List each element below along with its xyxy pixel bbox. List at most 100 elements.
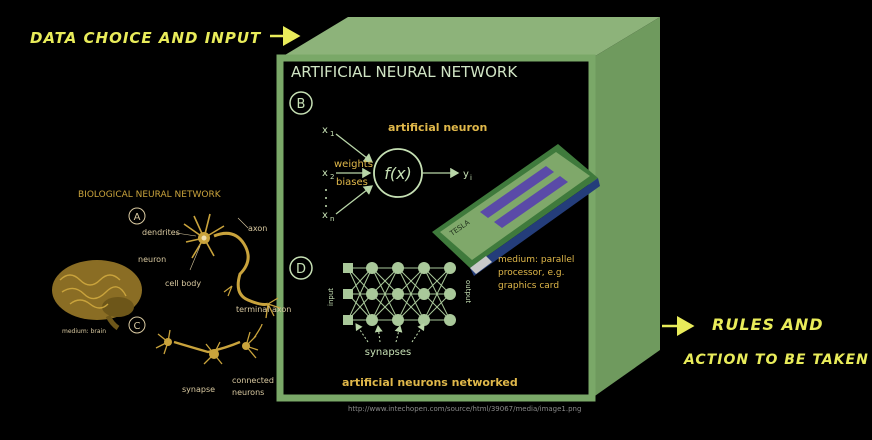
hidden-node — [392, 288, 404, 300]
synapses-label: synapses — [365, 347, 412, 358]
input-x2-sub: 2 — [330, 173, 334, 181]
connected-label-2: neurons — [232, 388, 264, 397]
neuron-label: neuron — [138, 255, 166, 264]
network-connection — [423, 293, 451, 321]
dendrite-branches — [183, 213, 225, 259]
input-x1-sub: 1 — [330, 130, 334, 138]
network-connection — [397, 267, 425, 295]
synapse-label: synapse — [182, 385, 215, 394]
section-c-marker: C — [134, 321, 141, 332]
nucleus — [201, 235, 207, 241]
annotation-data-choice: DATA CHOICE AND INPUT — [30, 29, 262, 47]
output-node — [444, 288, 456, 300]
neural-network-diagram: D input output synapses artificial neuro… — [289, 256, 518, 389]
networked-title: artificial neurons networked — [342, 376, 518, 389]
cell-body-label: cell body — [165, 279, 201, 288]
medium-brain-label: medium: brain — [62, 328, 106, 335]
cell-body-shape — [164, 338, 172, 346]
input-node — [343, 289, 353, 299]
dendrite-branches — [253, 323, 263, 339]
brain-cerebellum — [102, 297, 134, 317]
gpu-bracket — [470, 256, 492, 274]
terminal-branches — [265, 297, 281, 319]
axon-path — [173, 340, 241, 354]
network-connection — [397, 267, 425, 321]
brain-stem — [105, 314, 120, 331]
gpu-heatsink-strip — [494, 176, 568, 228]
neuron-illustration — [183, 213, 281, 319]
section-b-circle — [289, 91, 313, 115]
hidden-node — [366, 262, 378, 274]
synapse-pointer — [394, 325, 403, 343]
section-a-marker: A — [134, 212, 141, 223]
hidden-node — [366, 288, 378, 300]
neuron-function: f(x) — [384, 164, 412, 183]
weights-label: weights — [334, 159, 373, 170]
output-node — [444, 314, 456, 326]
biological-network: BIOLOGICAL NEURAL NETWORK A C medium: br… — [52, 190, 291, 397]
ellipsis-dot — [325, 189, 327, 191]
terminal-branches — [223, 285, 233, 297]
annotation-action: ACTION TO BE TAKEN — [683, 352, 869, 368]
cell-body-shape — [242, 342, 250, 350]
gpu-shroud — [440, 152, 590, 260]
edge-xn — [335, 185, 374, 215]
network-connection — [397, 293, 425, 321]
output-y-sub: i — [470, 174, 472, 182]
input-x1: x — [322, 125, 328, 136]
brain-folds — [59, 274, 127, 309]
box-top-face — [280, 17, 660, 58]
artificial-neuron-diagram: B artificial neuron x 1 x 2 x n weights … — [289, 91, 487, 223]
network-connection — [371, 267, 399, 295]
dendrite-branches — [155, 329, 171, 355]
neuron-title: artificial neuron — [388, 121, 487, 134]
leader-line — [237, 217, 249, 229]
dendrites-label: dendrites — [142, 228, 180, 237]
leader-line — [175, 232, 197, 237]
hidden-node — [418, 288, 430, 300]
dendrite-branches — [203, 341, 223, 365]
output-y: y — [463, 169, 469, 180]
output-layer-label: output — [464, 280, 472, 303]
medium-line-1: medium: parallel — [498, 255, 574, 265]
annotation-rules: RULES AND — [712, 315, 824, 334]
axon-path — [213, 231, 269, 306]
connected-label-1: connected — [232, 376, 274, 385]
brain-image — [52, 260, 142, 331]
biases-label: biases — [336, 177, 368, 188]
box-side-face — [592, 17, 660, 398]
cell-body-shape — [209, 349, 219, 359]
network-connection — [347, 267, 373, 321]
medium-line-3: graphics card — [498, 281, 559, 291]
ellipsis-dot — [325, 197, 327, 199]
leader-line — [189, 245, 201, 271]
network-connection — [371, 267, 399, 321]
edge-x1 — [335, 133, 374, 163]
input-node — [343, 315, 353, 325]
connected-neurons-illustration — [155, 323, 263, 365]
network-nodes — [343, 262, 456, 326]
hidden-node — [392, 262, 404, 274]
gpu-edge — [470, 178, 600, 276]
network-connection — [423, 267, 451, 321]
input-layer-label: input — [327, 288, 335, 306]
section-a-circle — [128, 207, 146, 225]
hidden-node — [418, 314, 430, 326]
gpu-heatsink-strip — [480, 166, 554, 218]
input-xn: x — [322, 210, 328, 221]
ann-title: ARTIFICIAL NEURAL NETWORK — [291, 63, 518, 81]
bio-title: BIOLOGICAL NEURAL NETWORK — [78, 190, 222, 200]
terminal-axon-label: terminal axon — [236, 305, 291, 314]
hidden-node — [418, 262, 430, 274]
source-url: http://www.intechopen.com/source/html/39… — [348, 405, 581, 413]
section-c-circle — [128, 316, 146, 334]
gpu-card-image: TESLA — [432, 144, 600, 276]
synapse-pointer — [374, 325, 383, 343]
section-d-circle — [289, 256, 313, 280]
hidden-node — [392, 314, 404, 326]
axon-label: axon — [248, 224, 267, 233]
input-xn-sub: n — [330, 215, 334, 223]
input-node — [343, 263, 353, 273]
hidden-node — [366, 314, 378, 326]
